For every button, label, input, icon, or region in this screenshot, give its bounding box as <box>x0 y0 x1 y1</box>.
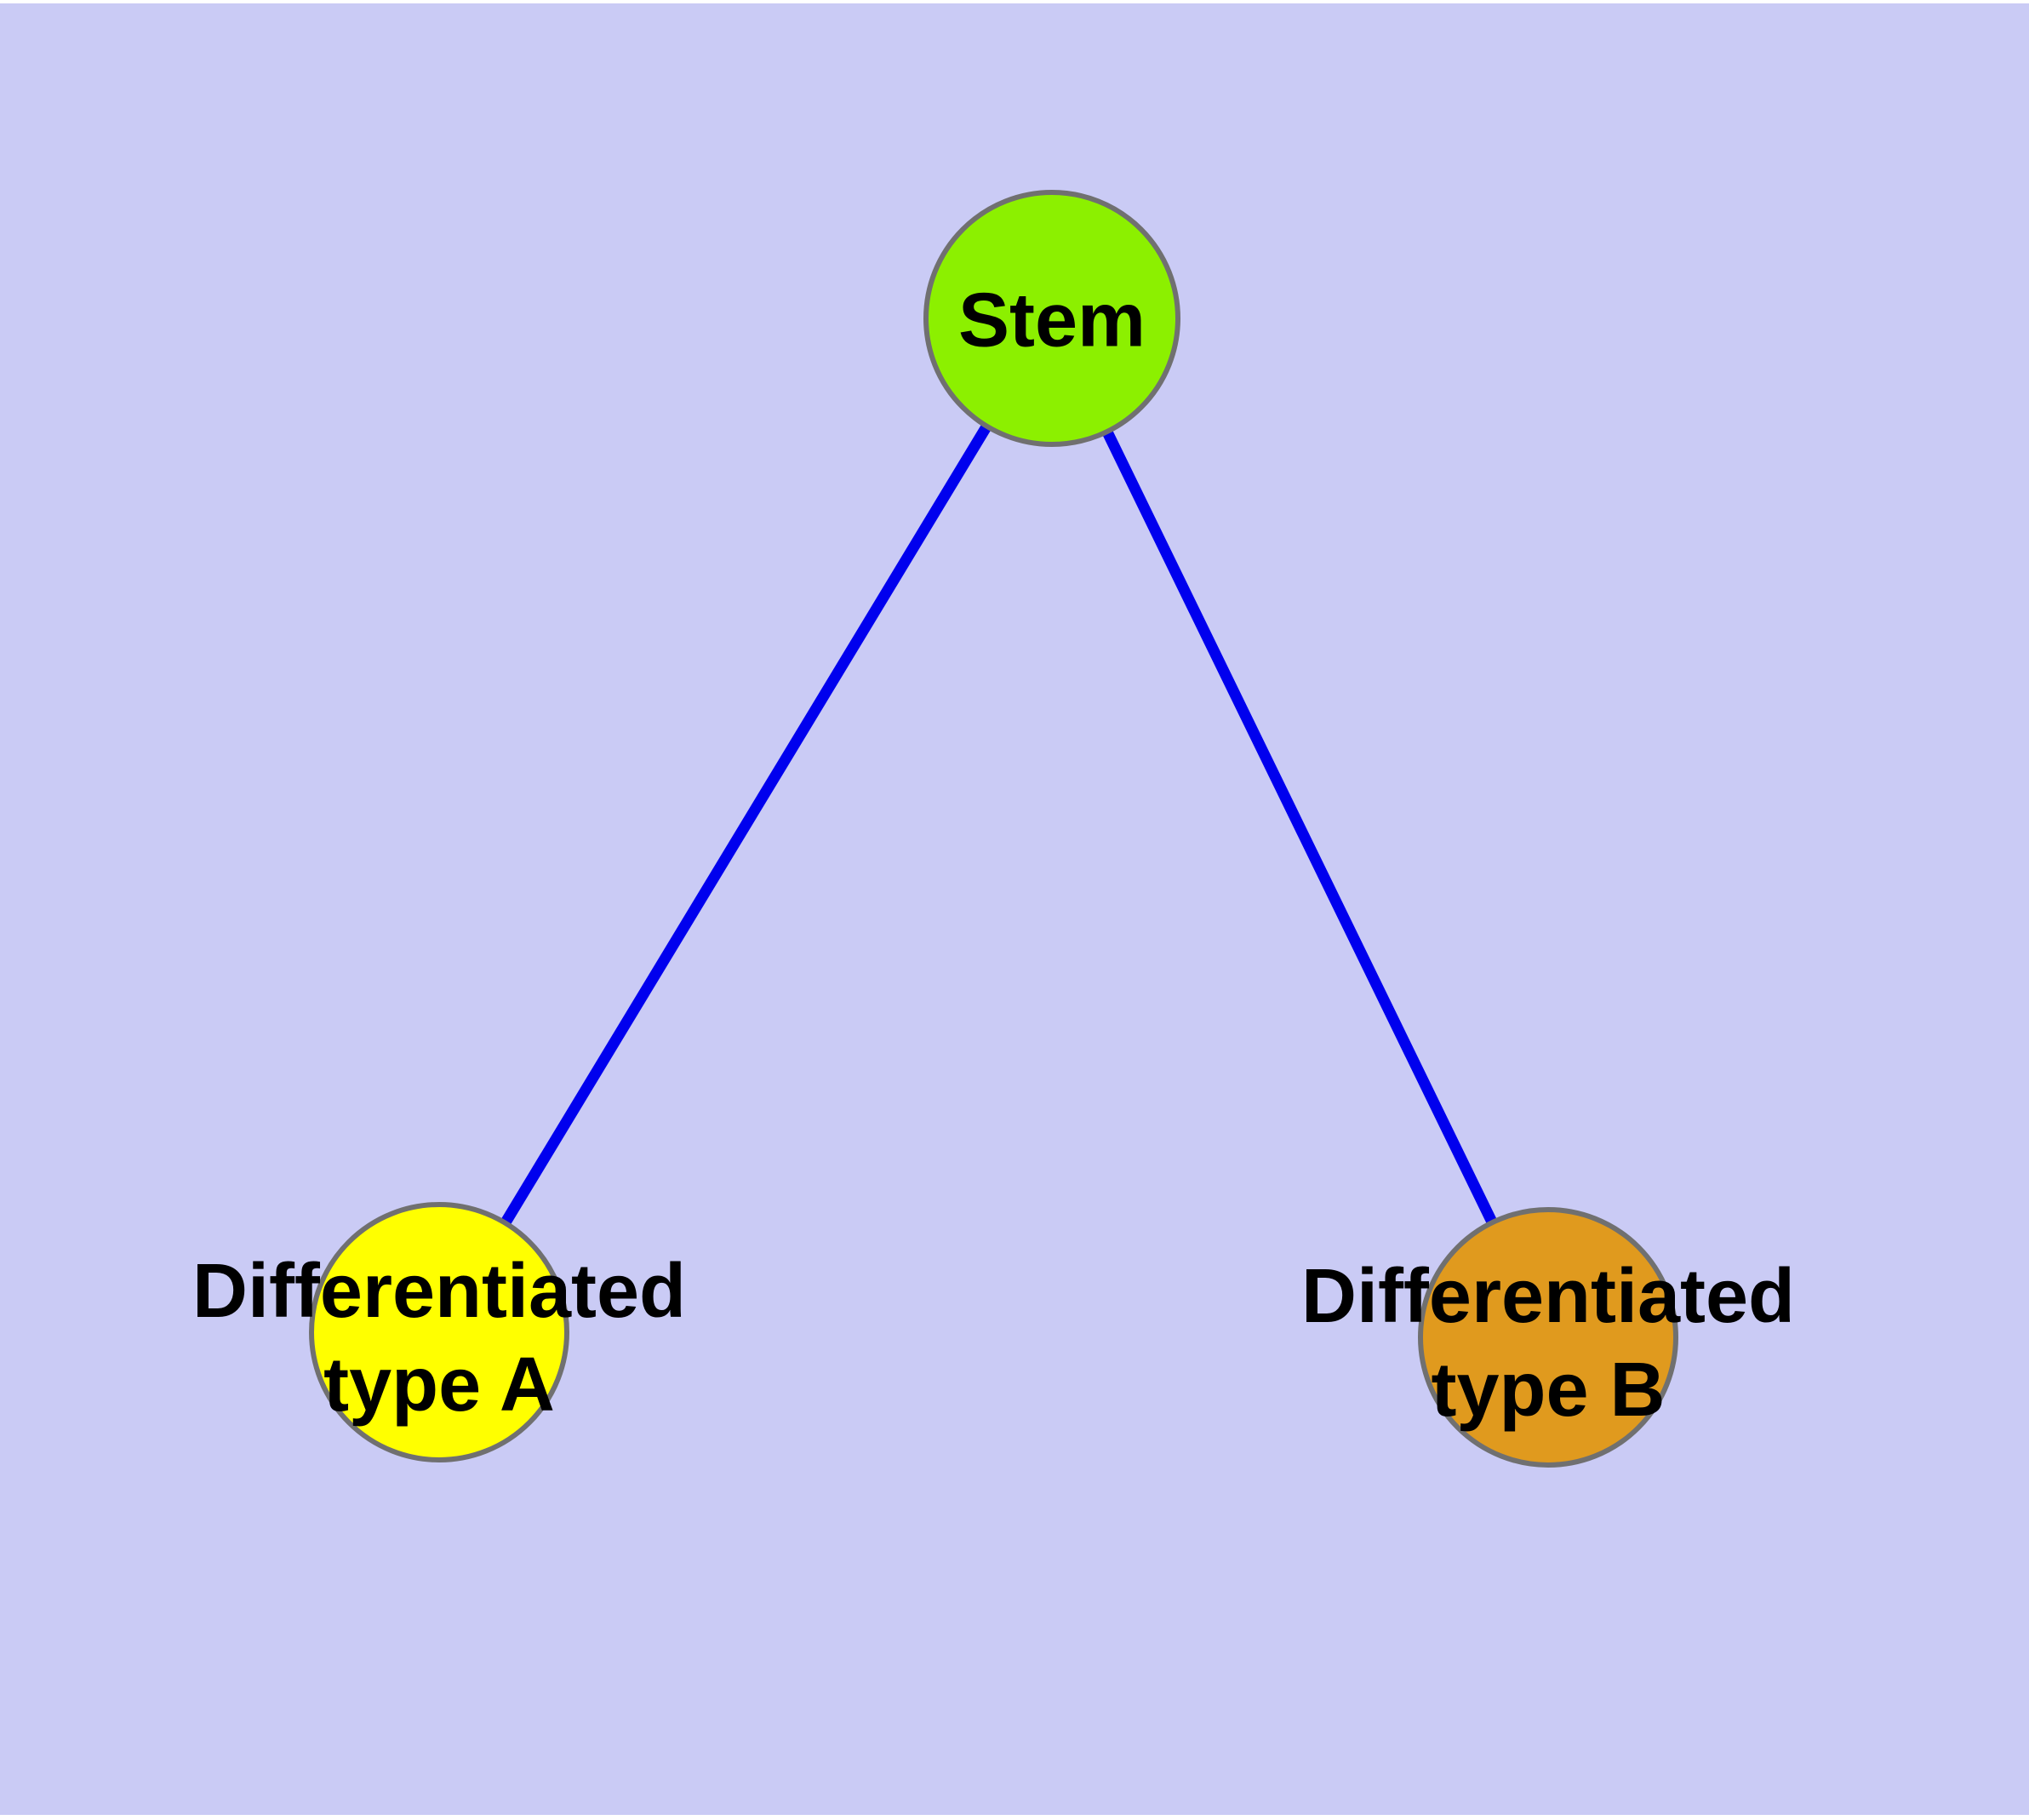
node-typeB-circle <box>1418 1207 1678 1468</box>
node-typeA-label-line1: Differentiated <box>192 1249 686 1334</box>
node-stem-circle <box>923 190 1180 447</box>
edge-stem-typeA <box>434 315 1057 1336</box>
node-stem-label: Stem <box>958 278 1146 363</box>
node-stem-label-line1: Stem <box>958 278 1146 363</box>
node-typeA-circle <box>309 1202 569 1462</box>
node-typeB-label: Differentiated type B <box>1301 1254 1795 1433</box>
nodes-layer <box>309 190 1678 1468</box>
node-typeB-label-line2: type B <box>1431 1348 1665 1433</box>
edge-stem-typeB <box>1047 316 1553 1340</box>
node-typeA-label-line2: type A <box>323 1342 555 1428</box>
node-typeB-label-line1: Differentiated <box>1301 1254 1795 1339</box>
edges-layer <box>434 315 1553 1340</box>
